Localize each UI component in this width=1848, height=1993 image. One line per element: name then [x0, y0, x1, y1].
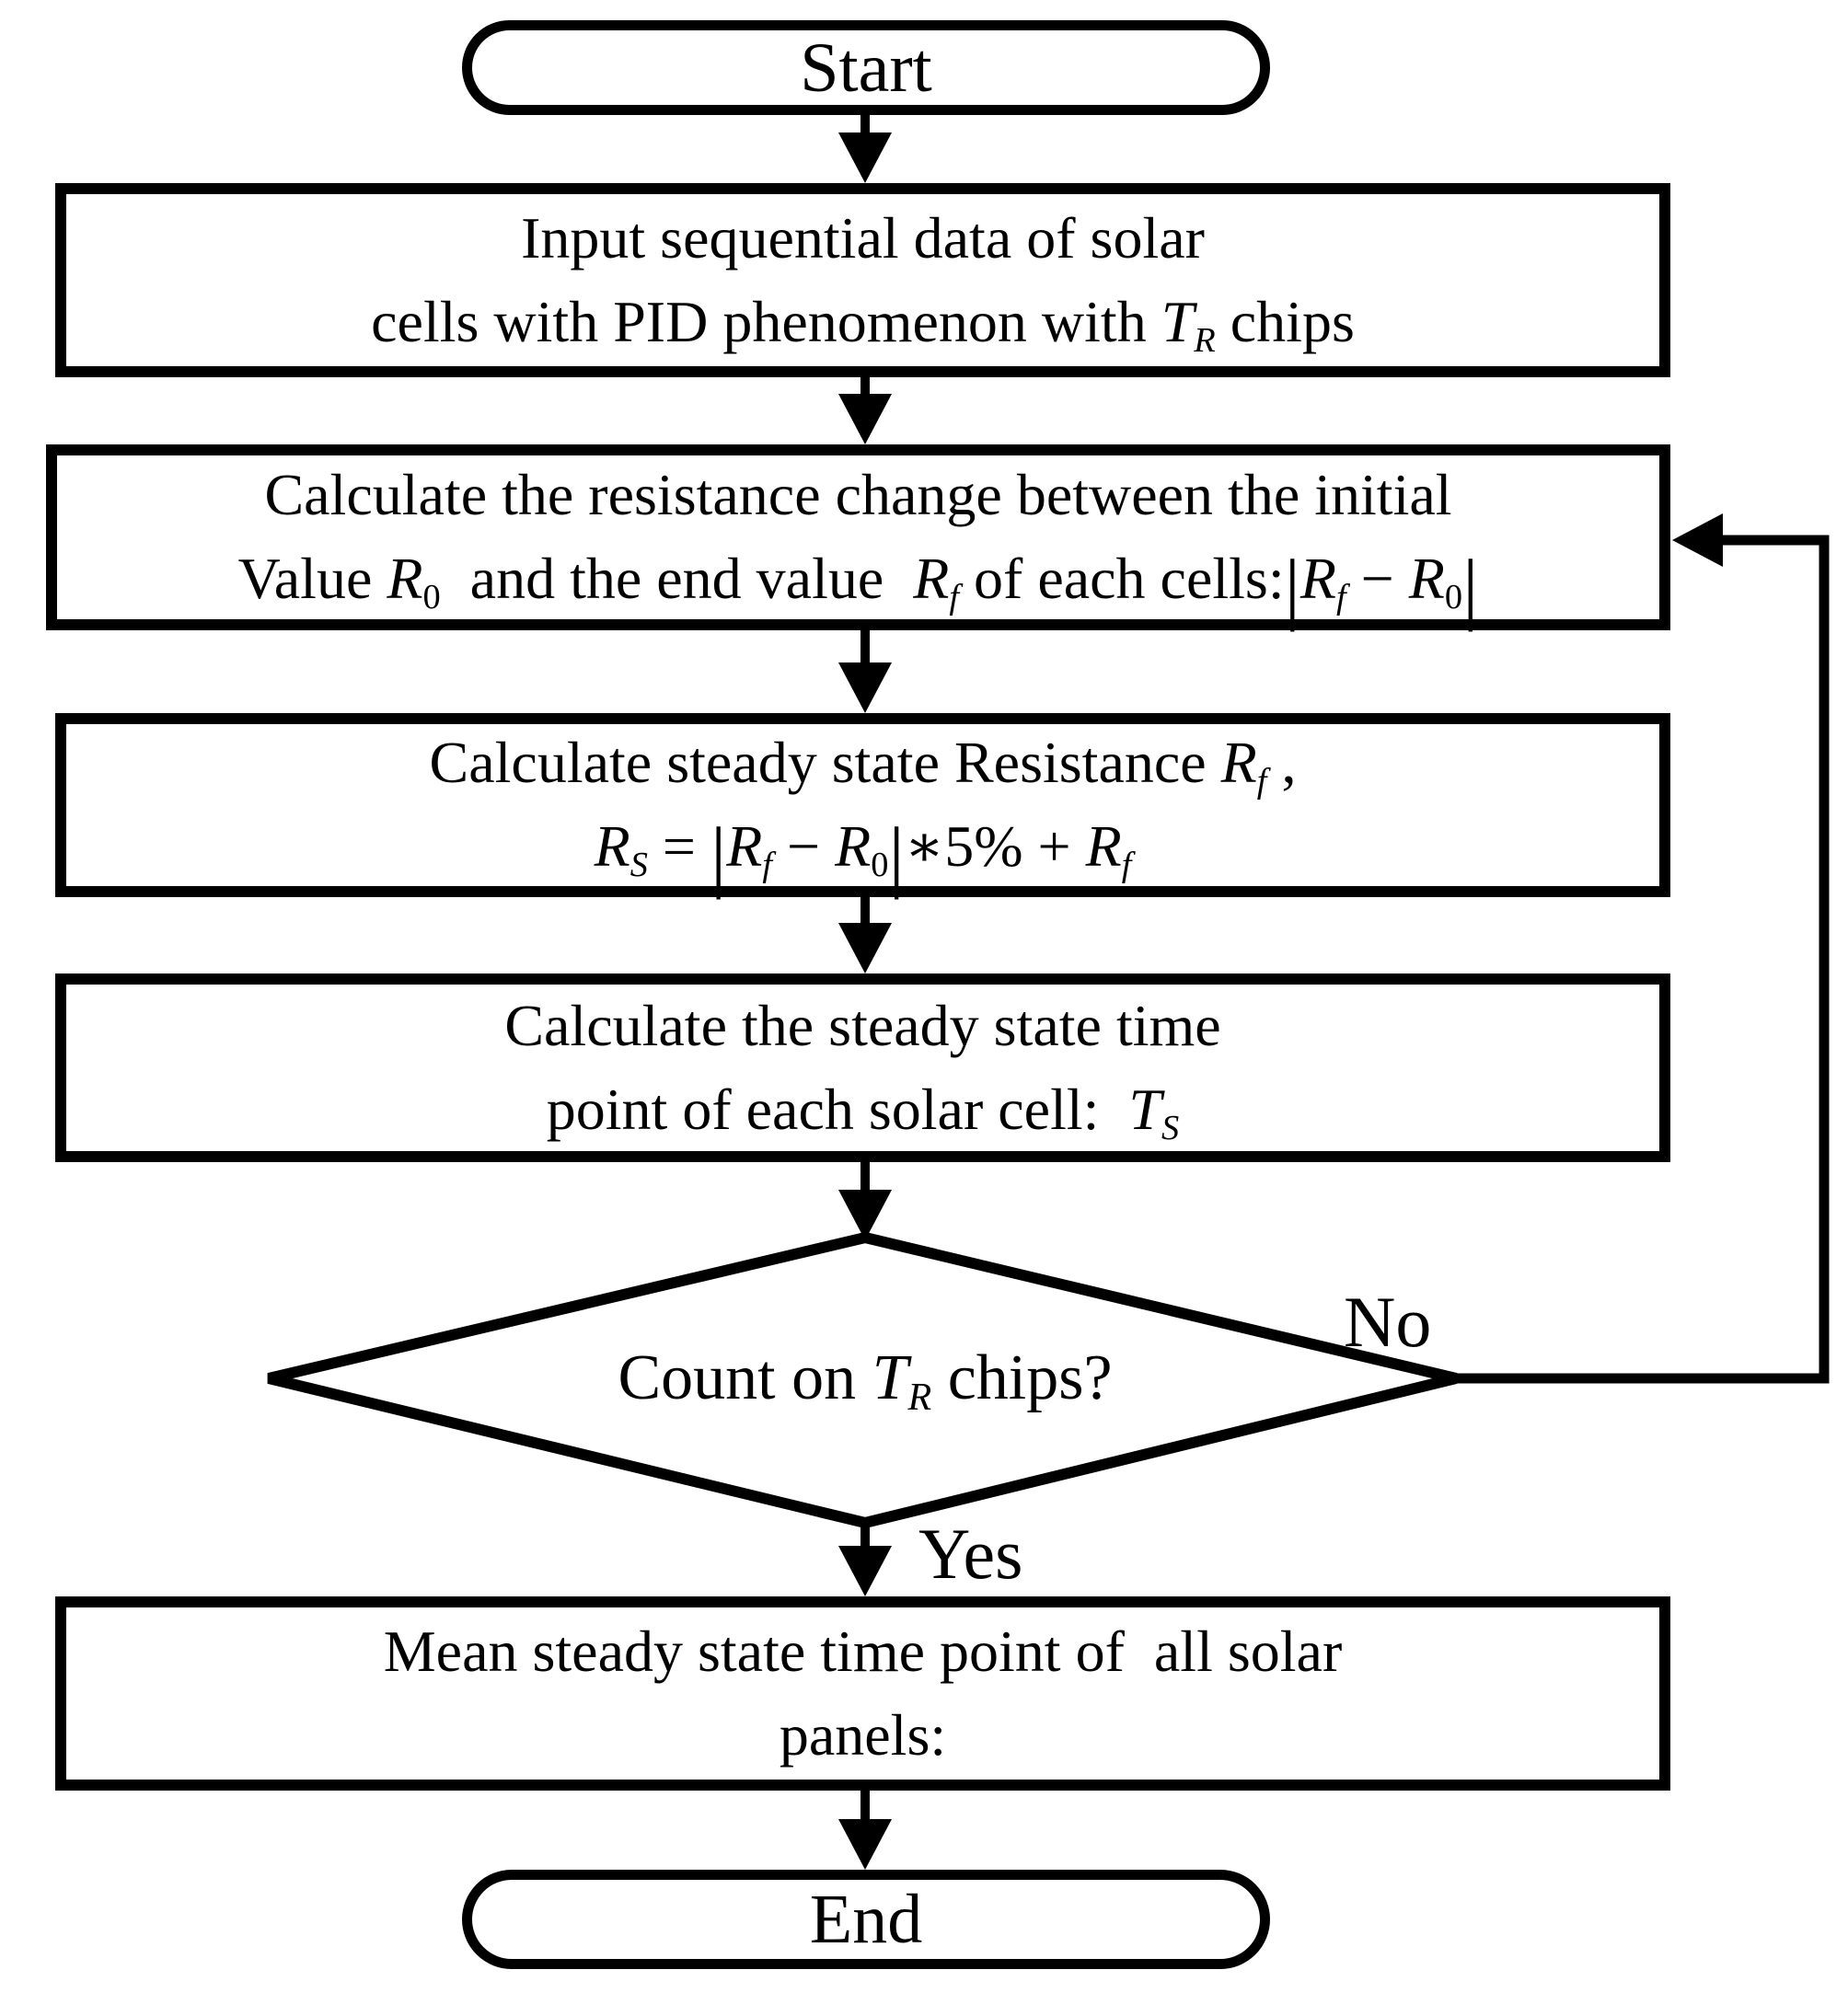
arrow-start-to-input: [838, 110, 892, 183]
arrow-mean-to-end: [838, 1788, 892, 1870]
process-steady-state-resistance: Calculate steady state Resistance Rf ,RS…: [55, 713, 1670, 897]
no-loop-arrowhead: [1672, 513, 1723, 567]
decision-label: Count on TR chips?: [618, 1342, 1113, 1419]
arrow-decision-to-mean-yes: [838, 1518, 892, 1596]
end-node: End: [462, 1870, 1270, 1969]
arrow-resistance-to-steady-resistance: [838, 628, 892, 713]
arrow-input-to-resistance: [838, 374, 892, 444]
no-loop-line: [1456, 535, 1830, 1384]
edge-label-no: No: [1344, 1282, 1432, 1362]
start-node: Start: [462, 20, 1270, 115]
arrow-steady-time-to-decision: [838, 1159, 892, 1240]
arrow-steady-resistance-to-steady-time: [838, 894, 892, 973]
process-resistance-change: Calculate the resistance change between …: [46, 444, 1670, 630]
edge-label-yes: Yes: [918, 1514, 1023, 1594]
process-mean-steady-state-time: Mean steady state time point of all sola…: [55, 1596, 1670, 1791]
